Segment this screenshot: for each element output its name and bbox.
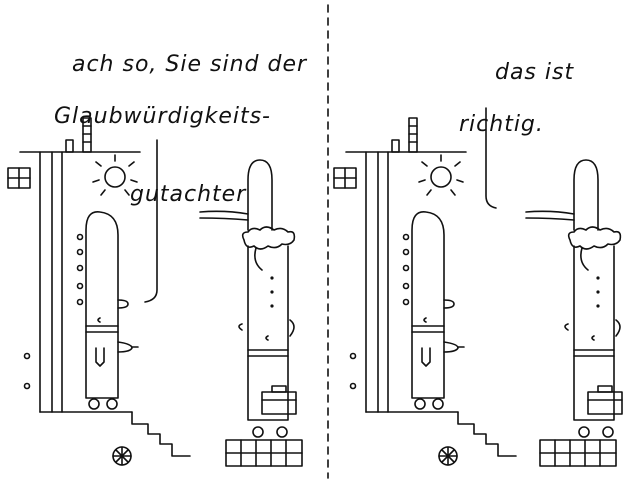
speech-line: ach so, Sie sind der (71, 52, 308, 77)
building-left (7, 117, 141, 413)
panel-2-scene (333, 107, 623, 467)
character-left (402, 211, 465, 410)
character-right (525, 159, 623, 467)
speech-text-panel-2: das ist richtig. (459, 34, 575, 190)
character-right (199, 159, 303, 467)
wheel-icon (438, 446, 458, 466)
wheel-icon (112, 446, 132, 466)
sun-icon (92, 154, 138, 196)
character-left (76, 211, 139, 410)
speech-line: das ist (494, 60, 575, 85)
sun-icon (418, 154, 464, 196)
speech-text-panel-1: ach so, Sie sind der Glaubwürdigkeits- g… (40, 26, 307, 260)
speech-line: gutachter (130, 182, 247, 207)
stairs (131, 411, 191, 457)
speech-line: richtig. (459, 112, 544, 137)
speech-tail-2 (485, 107, 497, 209)
panel-1-scene (7, 117, 303, 467)
stairs (457, 411, 517, 457)
building-left (333, 117, 467, 413)
speech-tail-1 (144, 139, 158, 303)
speech-line: Glaubwürdigkeits- (54, 104, 271, 129)
